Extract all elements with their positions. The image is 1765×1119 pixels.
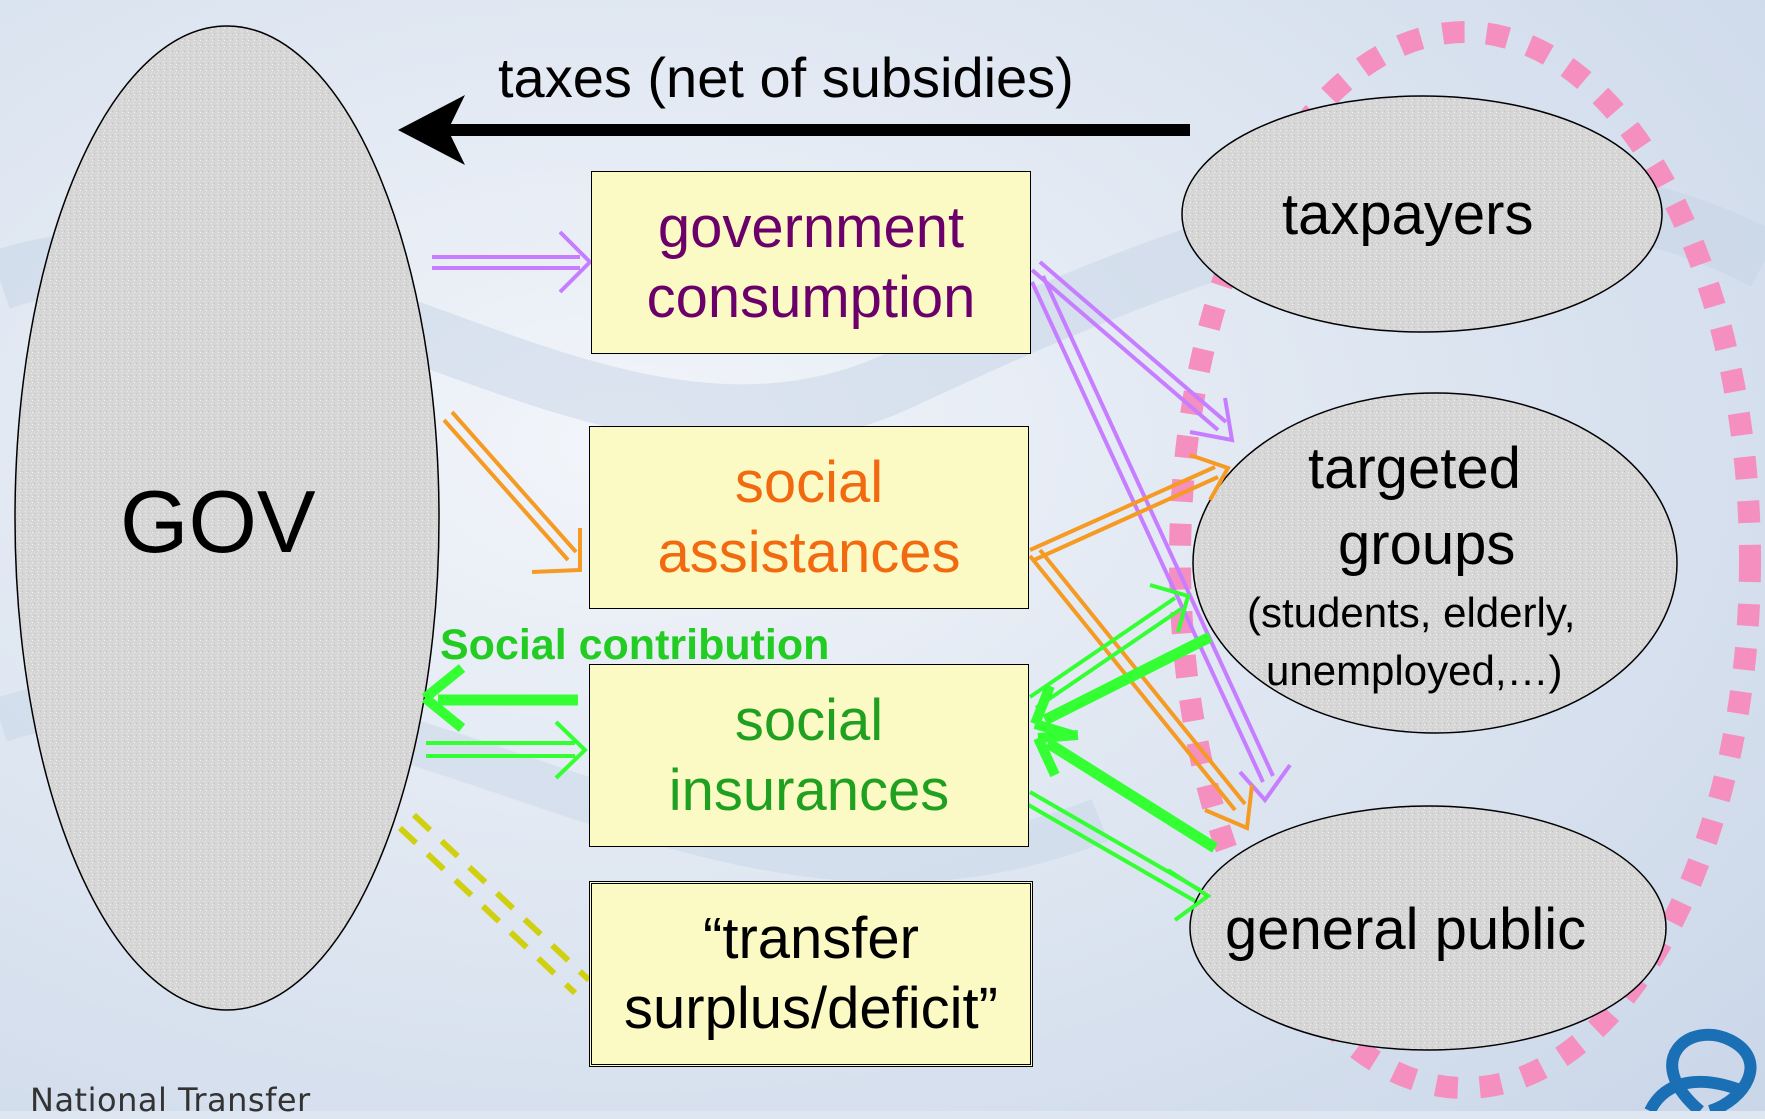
transfer-surplus-dashed-link [397,812,592,996]
government-consumption-line1: government [657,194,965,260]
targeted-groups-line2: groups [1338,512,1516,577]
social-insurances-line1: social [734,687,884,753]
general-public-label: general public [1225,897,1587,962]
transfer-surplus-line1: “transfer [703,906,919,972]
targeted-groups-sub1: (students, elderly, [1247,589,1576,636]
gov-label: GOV [120,472,316,571]
social-insurances-line2: insurances [668,757,950,823]
taxpayers-label: taxpayers [1282,182,1534,247]
household-sector-boundary [1169,21,1761,1099]
transfer-surplus-box: “transfer surplus/deficit” [589,881,1033,1067]
footer-label: National Transfer [30,1081,311,1119]
transfer-surplus-line2: surplus/deficit” [624,976,998,1041]
targeted-groups-sub2: unemployed,…) [1266,647,1563,694]
gov-ellipse [14,25,440,1011]
social-assistances-arrows [442,410,1254,831]
logo-icon [1644,1028,1757,1111]
general-public-ellipse [1189,805,1667,1051]
targeted-groups-line1: targeted [1308,436,1521,501]
government-consumption-box: government consumption [591,171,1031,354]
social-contribution-label: Social contribution [440,621,830,669]
government-consumption-line2: consumption [646,264,976,330]
social-insurances-box: social insurances [589,664,1029,847]
taxes-label: taxes (net of subsidies) [498,46,1074,109]
targeted-groups-ellipse [1192,392,1678,734]
gov-consumption-arrows [432,230,1292,804]
taxpayers-ellipse [1181,95,1663,333]
taxes-arrow-head [398,95,465,165]
social-assistances-line2: assistances [657,519,961,585]
social-assistances-box: social assistances [589,426,1029,609]
social-insurance-arrows [421,583,1218,922]
social-assistances-line1: social [734,449,884,515]
